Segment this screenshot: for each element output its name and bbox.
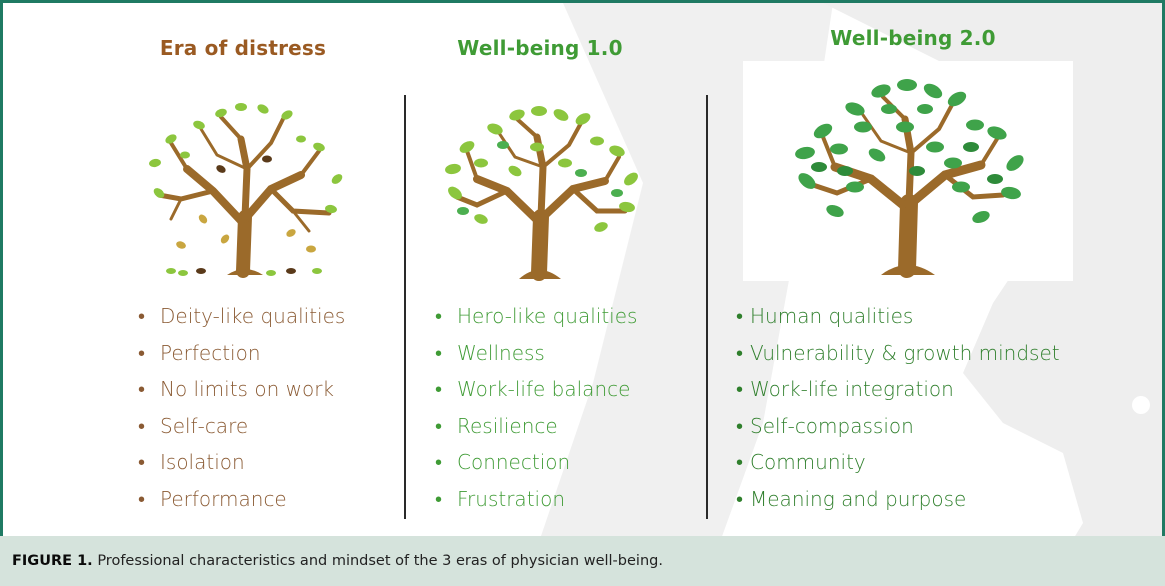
list-item: •Self-compassion [736,413,914,438]
list-item: •Self-care [138,413,249,438]
list-item: •Work-life balance [435,377,631,401]
list-item: •Connection [435,450,571,474]
era-of-distress-list: •Deity-like qualities •Perfection •No li… [138,298,345,517]
list-item: •Perfection [138,340,261,365]
list-item: •Isolation [138,450,245,474]
caption-label: FIGURE 1. [12,553,93,569]
list-item: •Vulnerability & growth mindset [736,340,1060,365]
well-being-2-list: •Human qualities •Vulnerability & growth… [736,298,1060,517]
column-divider-right [706,95,708,519]
well-being-2-title: Well-being 2.0 [830,26,996,50]
bare-tree-illustration [149,103,343,278]
caption-text: Professional characteristics and mindset… [97,553,663,569]
well-being-1-title: Well-being 1.0 [457,36,623,60]
list-item: •Wellness [435,340,545,365]
list-item: •Performance [138,486,287,511]
column-divider-left [404,95,406,519]
list-item: •Human qualities [736,304,914,328]
list-item: •Hero-like qualities [435,304,638,328]
list-item: •Resilience [435,413,558,438]
partly-leafy-tree-illustration [445,106,638,281]
list-item: •Work-life integration [736,377,954,401]
full-leafy-tree-illustration [795,79,1024,278]
well-being-1-list: •Hero-like qualities •Wellness •Work-lif… [435,298,637,517]
list-item: •Frustration [435,486,565,511]
list-item: •Community [736,450,866,474]
list-item: •Meaning and purpose [736,486,967,511]
list-item: •Deity-like qualities [138,304,346,328]
list-item: •No limits on work [138,377,334,401]
figure-caption: FIGURE 1. Professional characteristics a… [0,536,1165,586]
era-of-distress-title: Era of distress [159,36,327,60]
